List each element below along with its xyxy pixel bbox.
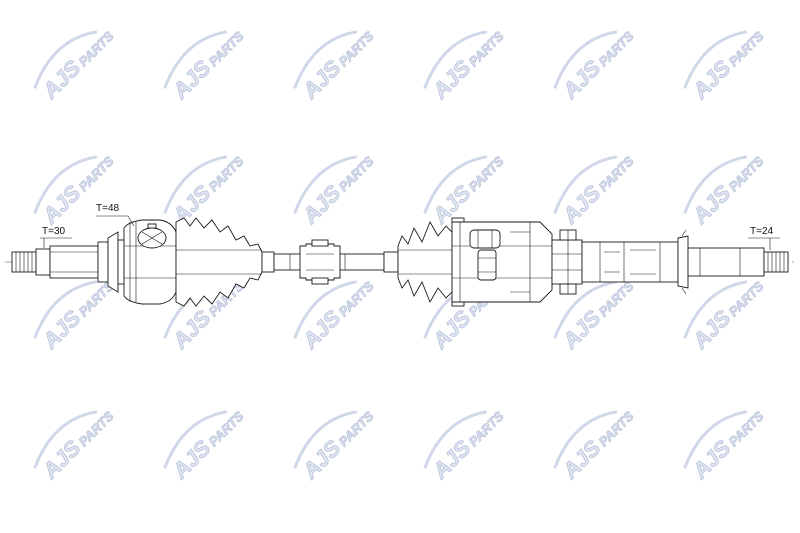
callout-right-spline: T=24 <box>748 226 780 250</box>
main-shaft-left <box>273 239 385 285</box>
outer-boot <box>175 217 275 307</box>
dimension-label-left-thread: T=30 <box>42 226 66 237</box>
callout-left-thread: T=30 <box>40 226 72 248</box>
dimension-label-right-spline: T=24 <box>750 226 774 237</box>
right-intermediate-shaft <box>581 229 689 295</box>
right-splined-end <box>687 247 789 277</box>
callout-outer-joint: T=48 <box>96 203 135 227</box>
outer-cv-joint <box>107 219 177 305</box>
right-bearing <box>551 229 583 295</box>
inner-tripod-joint <box>451 221 553 303</box>
inner-boot <box>383 217 465 307</box>
dimension-label-outer-joint: T=48 <box>96 203 120 214</box>
left-threaded-stub <box>11 241 109 283</box>
